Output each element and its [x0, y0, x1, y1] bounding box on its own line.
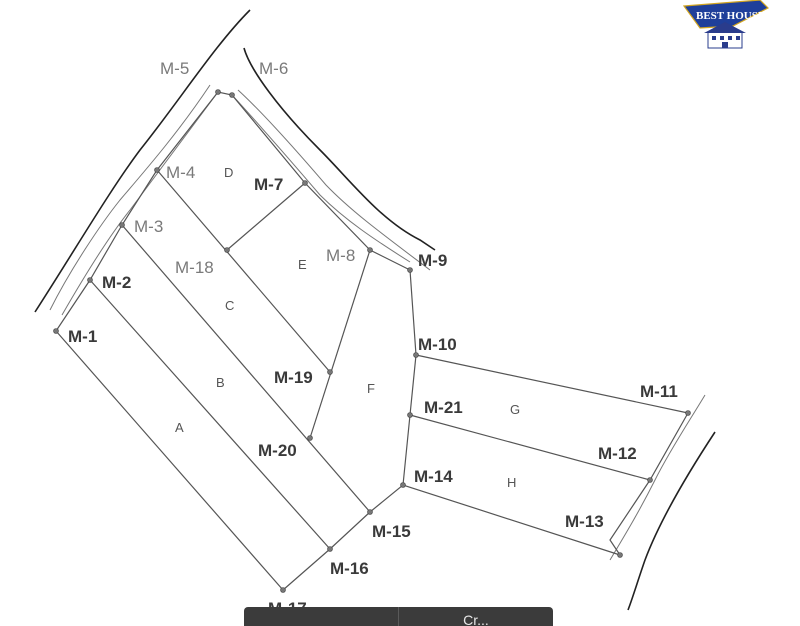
marker-points [53, 89, 691, 593]
marker-dot-m3 [119, 222, 125, 228]
marker-label-m21: M-21 [424, 398, 463, 417]
marker-dot-m7 [302, 180, 308, 186]
marker-label-m2: M-2 [102, 273, 131, 292]
marker-dot-m13 [617, 552, 623, 558]
marker-dot-m16 [327, 546, 333, 552]
boundary-east [609, 412, 689, 556]
divider-m2-m16 [89, 279, 331, 550]
marker-label-m11: M-11 [640, 382, 678, 401]
toolbar-segment-left[interactable] [244, 607, 399, 626]
marker-label-m13: M-13 [565, 512, 604, 531]
marker-dot-m1 [53, 328, 59, 334]
zone-label-d: D [224, 165, 233, 180]
marker-dot-m4 [154, 167, 160, 173]
marker-dot-m2 [87, 277, 93, 283]
marker-label-m6: M-6 [259, 59, 288, 78]
divider-m4-m19 [156, 169, 331, 373]
marker-dot-m9 [407, 267, 413, 273]
zone-label-c: C [225, 298, 234, 313]
marker-dot-m11 [685, 410, 691, 416]
marker-label-m20: M-20 [258, 441, 297, 460]
best-house-logo: BEST HOUSE [682, 0, 770, 49]
marker-label-m5: M-5 [160, 59, 189, 78]
marker-label-m1: M-1 [68, 327, 97, 346]
boundary-west [55, 91, 411, 332]
logo-text: BEST HOUSE [696, 10, 765, 22]
marker-dot-m20 [307, 435, 313, 441]
toolbar-segment-right[interactable]: Cr... [463, 612, 489, 626]
zone-label-h: H [507, 475, 516, 490]
marker-label-m14: M-14 [414, 467, 453, 486]
road-right-inner [609, 394, 706, 561]
divider-m1-m17 [55, 330, 284, 591]
divider-m7-m18 [226, 182, 306, 251]
divider-m10-m11 [415, 354, 689, 414]
marker-label-m18: M-18 [175, 258, 214, 277]
boundary-f-east [402, 269, 417, 486]
marker-label-m8: M-8 [326, 246, 355, 265]
marker-dot-m5 [215, 89, 221, 95]
divider-m3-m20 [121, 224, 371, 513]
divider-m21-m12 [409, 414, 651, 481]
marker-dot-m18 [224, 247, 230, 253]
marker-dot-m12 [647, 477, 653, 483]
marker-label-m12: M-12 [598, 444, 637, 463]
marker-dot-m6 [229, 92, 235, 98]
road-left-inner-2 [61, 91, 219, 316]
marker-dot-m8 [367, 247, 373, 253]
logo-banner [682, 0, 770, 29]
marker-dot-m21 [407, 412, 413, 418]
road-left-outer [34, 9, 251, 313]
marker-label-m15: M-15 [372, 522, 411, 541]
marker-label-m3: M-3 [134, 217, 163, 236]
marker-dot-m15 [367, 509, 373, 515]
zone-label-f: F [367, 381, 375, 396]
divider-m8-m19 [309, 249, 371, 439]
marker-dot-m14 [400, 482, 406, 488]
zone-labels: A B C D E F G H [175, 165, 520, 490]
marker-dot-m10 [413, 352, 419, 358]
marker-dot-m17 [280, 587, 286, 593]
logo-house-icon [704, 22, 746, 49]
zone-label-e: E [298, 257, 307, 272]
zone-label-b: B [216, 375, 225, 390]
road-right-outer [627, 431, 716, 611]
marker-label-m10: M-10 [418, 335, 457, 354]
marker-label-m16: M-16 [330, 559, 369, 578]
bottom-toolbar: Cr... [244, 607, 553, 626]
road-top-right [243, 47, 436, 251]
marker-labels: M-1 M-2 M-3 M-4 M-5 M-6 M-7 M-8 M-9 M-10… [68, 59, 678, 618]
marker-label-m19: M-19 [274, 368, 313, 387]
marker-label-m9: M-9 [418, 251, 447, 270]
road-left-inner [49, 84, 211, 311]
road-top-right-inner-2 [237, 89, 431, 271]
zone-label-a: A [175, 420, 184, 435]
marker-dot-m19 [327, 369, 333, 375]
marker-label-m7: M-7 [254, 175, 283, 194]
zone-label-g: G [510, 402, 520, 417]
road-top-right-inner [231, 94, 411, 263]
marker-label-m4: M-4 [166, 163, 195, 182]
